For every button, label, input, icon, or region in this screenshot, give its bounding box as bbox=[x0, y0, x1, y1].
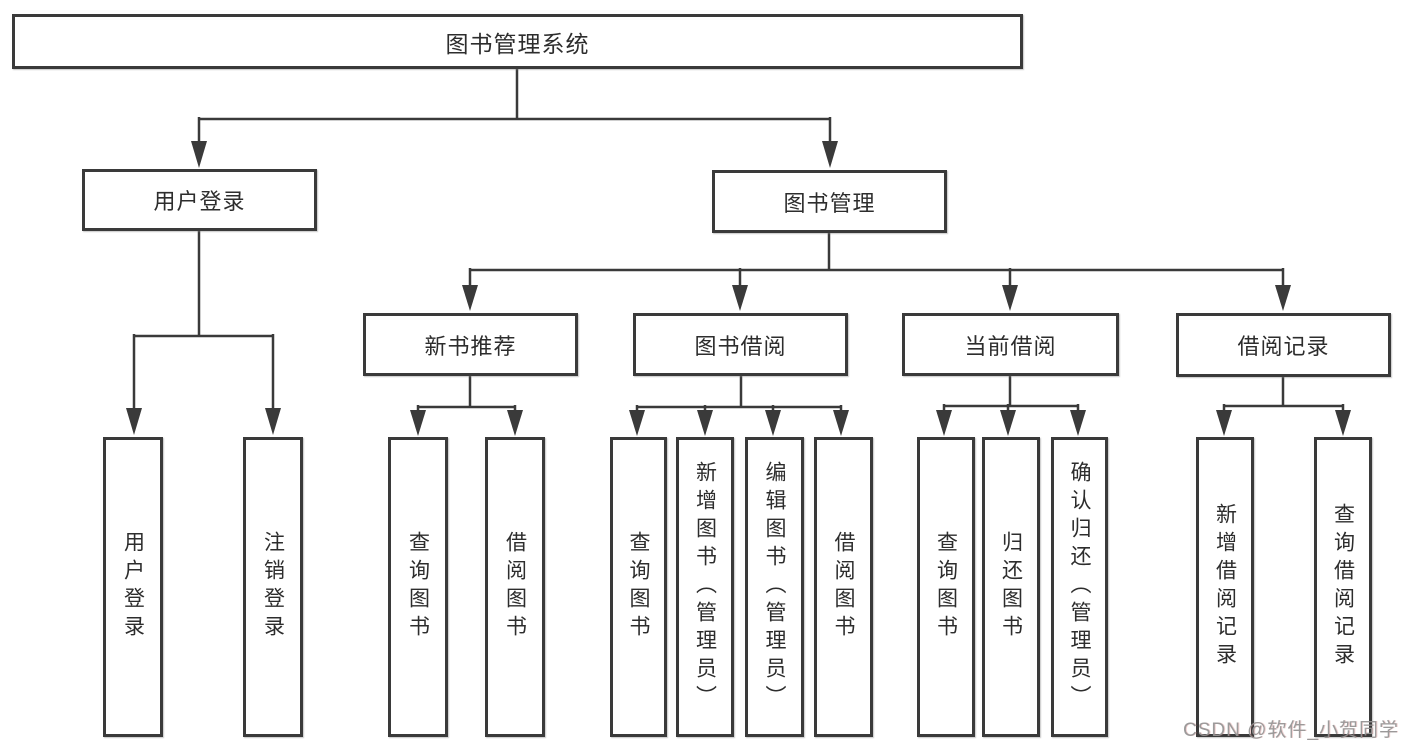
node-new-book-recommendation: 新书推荐 bbox=[363, 313, 578, 376]
node-label: 新增借阅记录 bbox=[1213, 503, 1237, 671]
node-label: 借阅图书 bbox=[832, 531, 855, 643]
leaf-query-books-borrow: 查询图书 bbox=[610, 437, 667, 737]
leaf-borrow-books-recommend: 借阅图书 bbox=[485, 437, 545, 737]
node-current-borrowing: 当前借阅 bbox=[902, 313, 1119, 376]
node-label: 用户登录 bbox=[153, 189, 246, 214]
leaf-logout: 注销登录 bbox=[243, 437, 303, 737]
leaf-return-books: 归还图书 bbox=[982, 437, 1040, 737]
leaf-borrow-books: 借阅图书 bbox=[814, 437, 873, 737]
leaf-add-borrow-record: 新增借阅记录 bbox=[1196, 437, 1254, 737]
node-label: 图书管理 bbox=[783, 190, 876, 216]
node-book-management: 图书管理 bbox=[712, 170, 947, 233]
leaf-query-books-current: 查询图书 bbox=[917, 437, 975, 737]
node-label: 查询图书 bbox=[934, 531, 958, 643]
node-label: 查询图书 bbox=[627, 531, 650, 643]
node-label: 新书推荐 bbox=[424, 333, 517, 359]
leaf-user-login: 用户登录 bbox=[103, 437, 163, 737]
node-library-management-system: 图书管理系统 bbox=[12, 14, 1023, 69]
leaf-confirm-return-admin: 确认归还（管理员） bbox=[1051, 437, 1108, 737]
node-label: 借阅记录 bbox=[1237, 334, 1330, 359]
node-label: 当前借阅 bbox=[964, 333, 1057, 359]
node-borrowing-records: 借阅记录 bbox=[1176, 313, 1391, 377]
node-label: 归还图书 bbox=[999, 531, 1023, 643]
node-label: 编辑图书（管理员） bbox=[763, 461, 786, 713]
leaf-add-books-admin: 新增图书（管理员） bbox=[676, 437, 734, 737]
arrowhead-icons bbox=[126, 141, 1351, 436]
node-label: 确认归还（管理员） bbox=[1068, 461, 1091, 713]
csdn-watermark: CSDN @软件_小贺同学 bbox=[1183, 720, 1399, 741]
node-label: 用户登录 bbox=[121, 531, 145, 643]
node-label: 借阅图书 bbox=[503, 531, 527, 643]
node-label: 图书借阅 bbox=[694, 333, 787, 359]
leaf-query-books-recommend: 查询图书 bbox=[388, 437, 448, 737]
node-user-login: 用户登录 bbox=[82, 169, 317, 231]
node-label: 注销登录 bbox=[261, 531, 285, 643]
leaf-query-borrow-record: 查询借阅记录 bbox=[1314, 437, 1372, 737]
node-book-borrowing: 图书借阅 bbox=[633, 313, 848, 376]
node-label: 图书管理系统 bbox=[445, 30, 590, 57]
node-label: 查询借阅记录 bbox=[1331, 503, 1355, 671]
leaf-edit-books-admin: 编辑图书（管理员） bbox=[745, 437, 804, 737]
node-label: 查询图书 bbox=[406, 531, 430, 643]
node-label: 新增图书（管理员） bbox=[693, 461, 717, 713]
